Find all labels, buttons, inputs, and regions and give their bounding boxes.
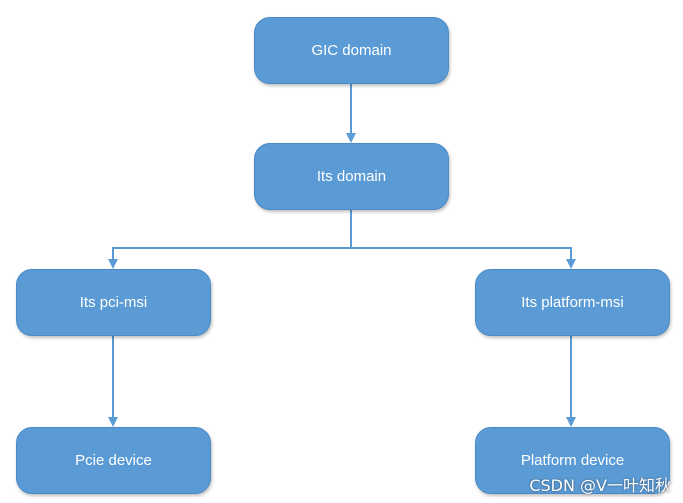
node-its-platform-msi: Its platform-msi (475, 269, 670, 336)
node-platform-device-label: Platform device (520, 452, 625, 469)
node-its-domain-label: Its domain (316, 168, 387, 185)
node-pcie-device: Pcie device (16, 427, 211, 494)
node-platform-device: Platform device (475, 427, 670, 494)
node-pcie-device-label: Pcie device (75, 452, 152, 469)
arrow-its-to-platform-msi (351, 247, 576, 269)
node-gic-domain: GIC domain (254, 17, 449, 84)
node-its-pci-msi-label: Its pci-msi (79, 294, 148, 311)
node-its-domain: Its domain (254, 143, 449, 210)
watermark: CSDN @V一叶知秋 (529, 476, 671, 495)
arrow-its-to-pci-msi (108, 247, 351, 269)
node-its-platform-msi-label: Its platform-msi (521, 294, 624, 311)
node-gic-domain-label: GIC domain (311, 42, 392, 59)
node-its-pci-msi: Its pci-msi (16, 269, 211, 336)
